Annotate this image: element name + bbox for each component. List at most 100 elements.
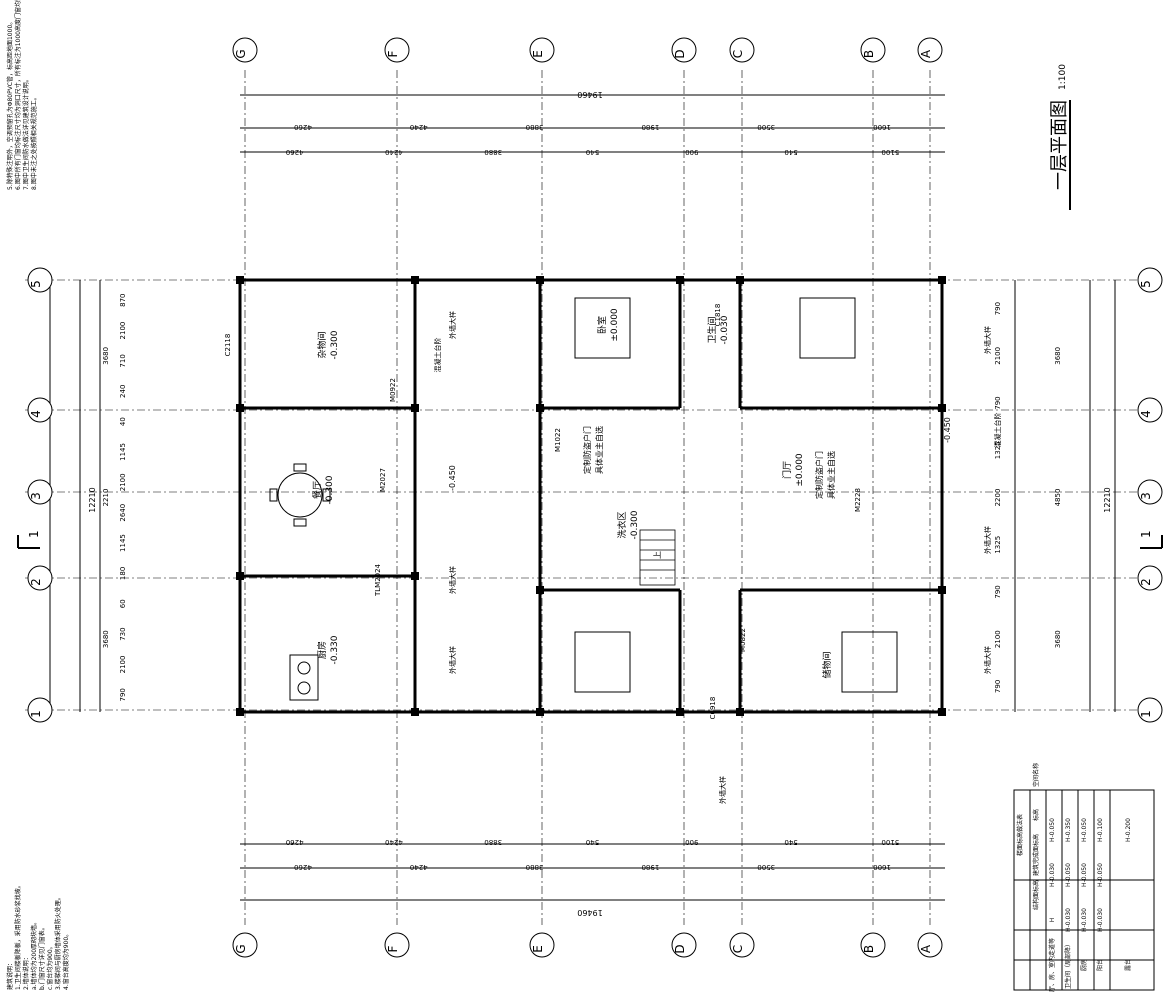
total-width-bottom: 19460 <box>577 908 602 917</box>
facade-detail-label: 外墙大样 <box>448 646 457 674</box>
grid-label: F <box>386 50 400 57</box>
notes-top: 5.除特殊注明外，空调预留孔为Φ80PVC管，标高距地面1000。6.图中所有门… <box>6 0 38 190</box>
grid-bubble <box>27 565 53 591</box>
facade-detail-label: 外墙大样 <box>983 526 992 554</box>
grid-label: G <box>234 49 248 58</box>
table-header: 空间名称 <box>1032 763 1040 787</box>
dimension-label: 4260 <box>294 863 312 871</box>
grid-bubble <box>1137 397 1163 423</box>
table-cell: H-0.050 <box>1065 863 1072 887</box>
dimension-label: 790 <box>994 302 1002 315</box>
grid-bubble <box>671 932 697 958</box>
dimension-label: 2200 <box>994 489 1002 507</box>
table-header: 建筑完成面标高 <box>1032 834 1040 876</box>
table-cell: H-0.050 <box>1049 818 1056 842</box>
room-name: 厨房 <box>316 641 328 659</box>
dimension-label: 540 <box>784 148 797 156</box>
grid-bubble <box>917 932 943 958</box>
table-cell: H-0.030 <box>1097 908 1104 932</box>
dimension-label: 2100 <box>994 347 1002 365</box>
entry-door-label: 定制防盗户门 <box>814 451 824 499</box>
table-cell: H-0.050 <box>1097 863 1104 887</box>
total-width-top: 19460 <box>577 90 602 99</box>
table-title: 楼面标高做法表 <box>1016 814 1024 856</box>
dimension-labels-left: 8702100710240401145210026401145180607302… <box>119 293 127 701</box>
grid-bubble <box>27 697 53 723</box>
note-line: 4.窗台高度均为900。 <box>62 931 70 990</box>
structural-columns <box>236 276 946 716</box>
grid-bubble <box>232 37 258 63</box>
dimension-label: 2100 <box>119 656 127 674</box>
grid-bubble <box>384 37 410 63</box>
note-line: 建筑说明： <box>6 960 14 990</box>
table-cell: H-0.050 <box>1081 818 1088 842</box>
dimension-label: 540 <box>586 148 599 156</box>
door-code: C2118 <box>224 334 232 357</box>
notes-bottom: 建筑说明：1.卫生间楼板降板，采用防水砂浆找坡。2.墙体说明：a.墙体均为200… <box>6 882 70 990</box>
door-code: M2228 <box>854 488 862 512</box>
building-walls <box>238 278 944 714</box>
stair-icon <box>639 529 676 586</box>
facade-detail-label: 外墙大样 <box>448 566 457 594</box>
note-line: 7.图中卫生间防水做法详见建筑设计说明。 <box>22 76 30 190</box>
dimension-label: 4240 <box>385 838 403 846</box>
grid-axis-lines <box>25 70 1145 925</box>
grid-bubble <box>529 932 555 958</box>
table-cell: H-0.030 <box>1049 863 1056 887</box>
dimension-label: 4240 <box>410 123 428 131</box>
grid-bubble <box>860 37 886 63</box>
door-code: C0918 <box>709 697 717 720</box>
grid-label: 1 <box>29 710 43 718</box>
dimension-label: 2210 <box>102 489 110 507</box>
room-name: 卧室 <box>596 316 608 334</box>
note-line: 8.图中未注之处按照相关规范施工。 <box>30 94 38 190</box>
facade-detail-label: 外墙大样 <box>983 326 992 354</box>
grid-bubble <box>1137 479 1163 505</box>
dimension-label: 1980 <box>642 863 660 871</box>
table-cell: H-0.350 <box>1065 818 1072 842</box>
dimension-label: 1600 <box>873 123 891 131</box>
room-level: -0.300 <box>330 330 340 359</box>
door-code: M0822 <box>739 628 747 652</box>
drawing-title-block: 一层平面图 1:100 <box>1049 64 1071 210</box>
dimension-label: 3500 <box>757 123 775 131</box>
dimension-label: 180 <box>119 567 127 580</box>
table-cell: H-0.030 <box>1065 908 1072 932</box>
dimension-label: 540 <box>784 838 797 846</box>
steps-label: 混凝土台阶 <box>993 413 1002 448</box>
table-header: 结构面标高 <box>1032 880 1040 910</box>
steps-label: 混凝土台阶 <box>433 338 442 373</box>
dimension-label: 870 <box>119 293 127 306</box>
facade-detail-label: 外墙大样 <box>983 646 992 674</box>
room-name: 杂物间 <box>316 331 328 358</box>
grid-label: 1 <box>1139 710 1153 718</box>
room-level: -0.300 <box>630 510 640 539</box>
room-level: ±0.000 <box>795 453 805 487</box>
dimension-label: 1145 <box>119 534 127 552</box>
door-code: M1022 <box>554 428 562 452</box>
table-cell: H-0.030 <box>1081 908 1088 932</box>
door-code: TLM2024 <box>374 563 382 597</box>
total-height-right: 12210 <box>1103 487 1112 512</box>
table-cell: H <box>1049 918 1056 923</box>
grid-label: 3 <box>29 492 43 500</box>
table-cell: 厅、房、室内走道等 <box>1048 938 1056 992</box>
dimension-label: 2100 <box>119 322 127 340</box>
dimension-label: 3500 <box>757 863 775 871</box>
grid-label: 5 <box>29 280 43 288</box>
grid-label: E <box>531 945 545 953</box>
grid-bubble <box>1137 565 1163 591</box>
grid-label: D <box>673 944 687 953</box>
grid-bubble <box>529 37 555 63</box>
dimension-label: 240 <box>119 385 127 398</box>
grid-bubble <box>729 37 755 63</box>
dimension-label: 4850 <box>1054 489 1062 507</box>
drawing-scale: 1:100 <box>1058 64 1068 90</box>
